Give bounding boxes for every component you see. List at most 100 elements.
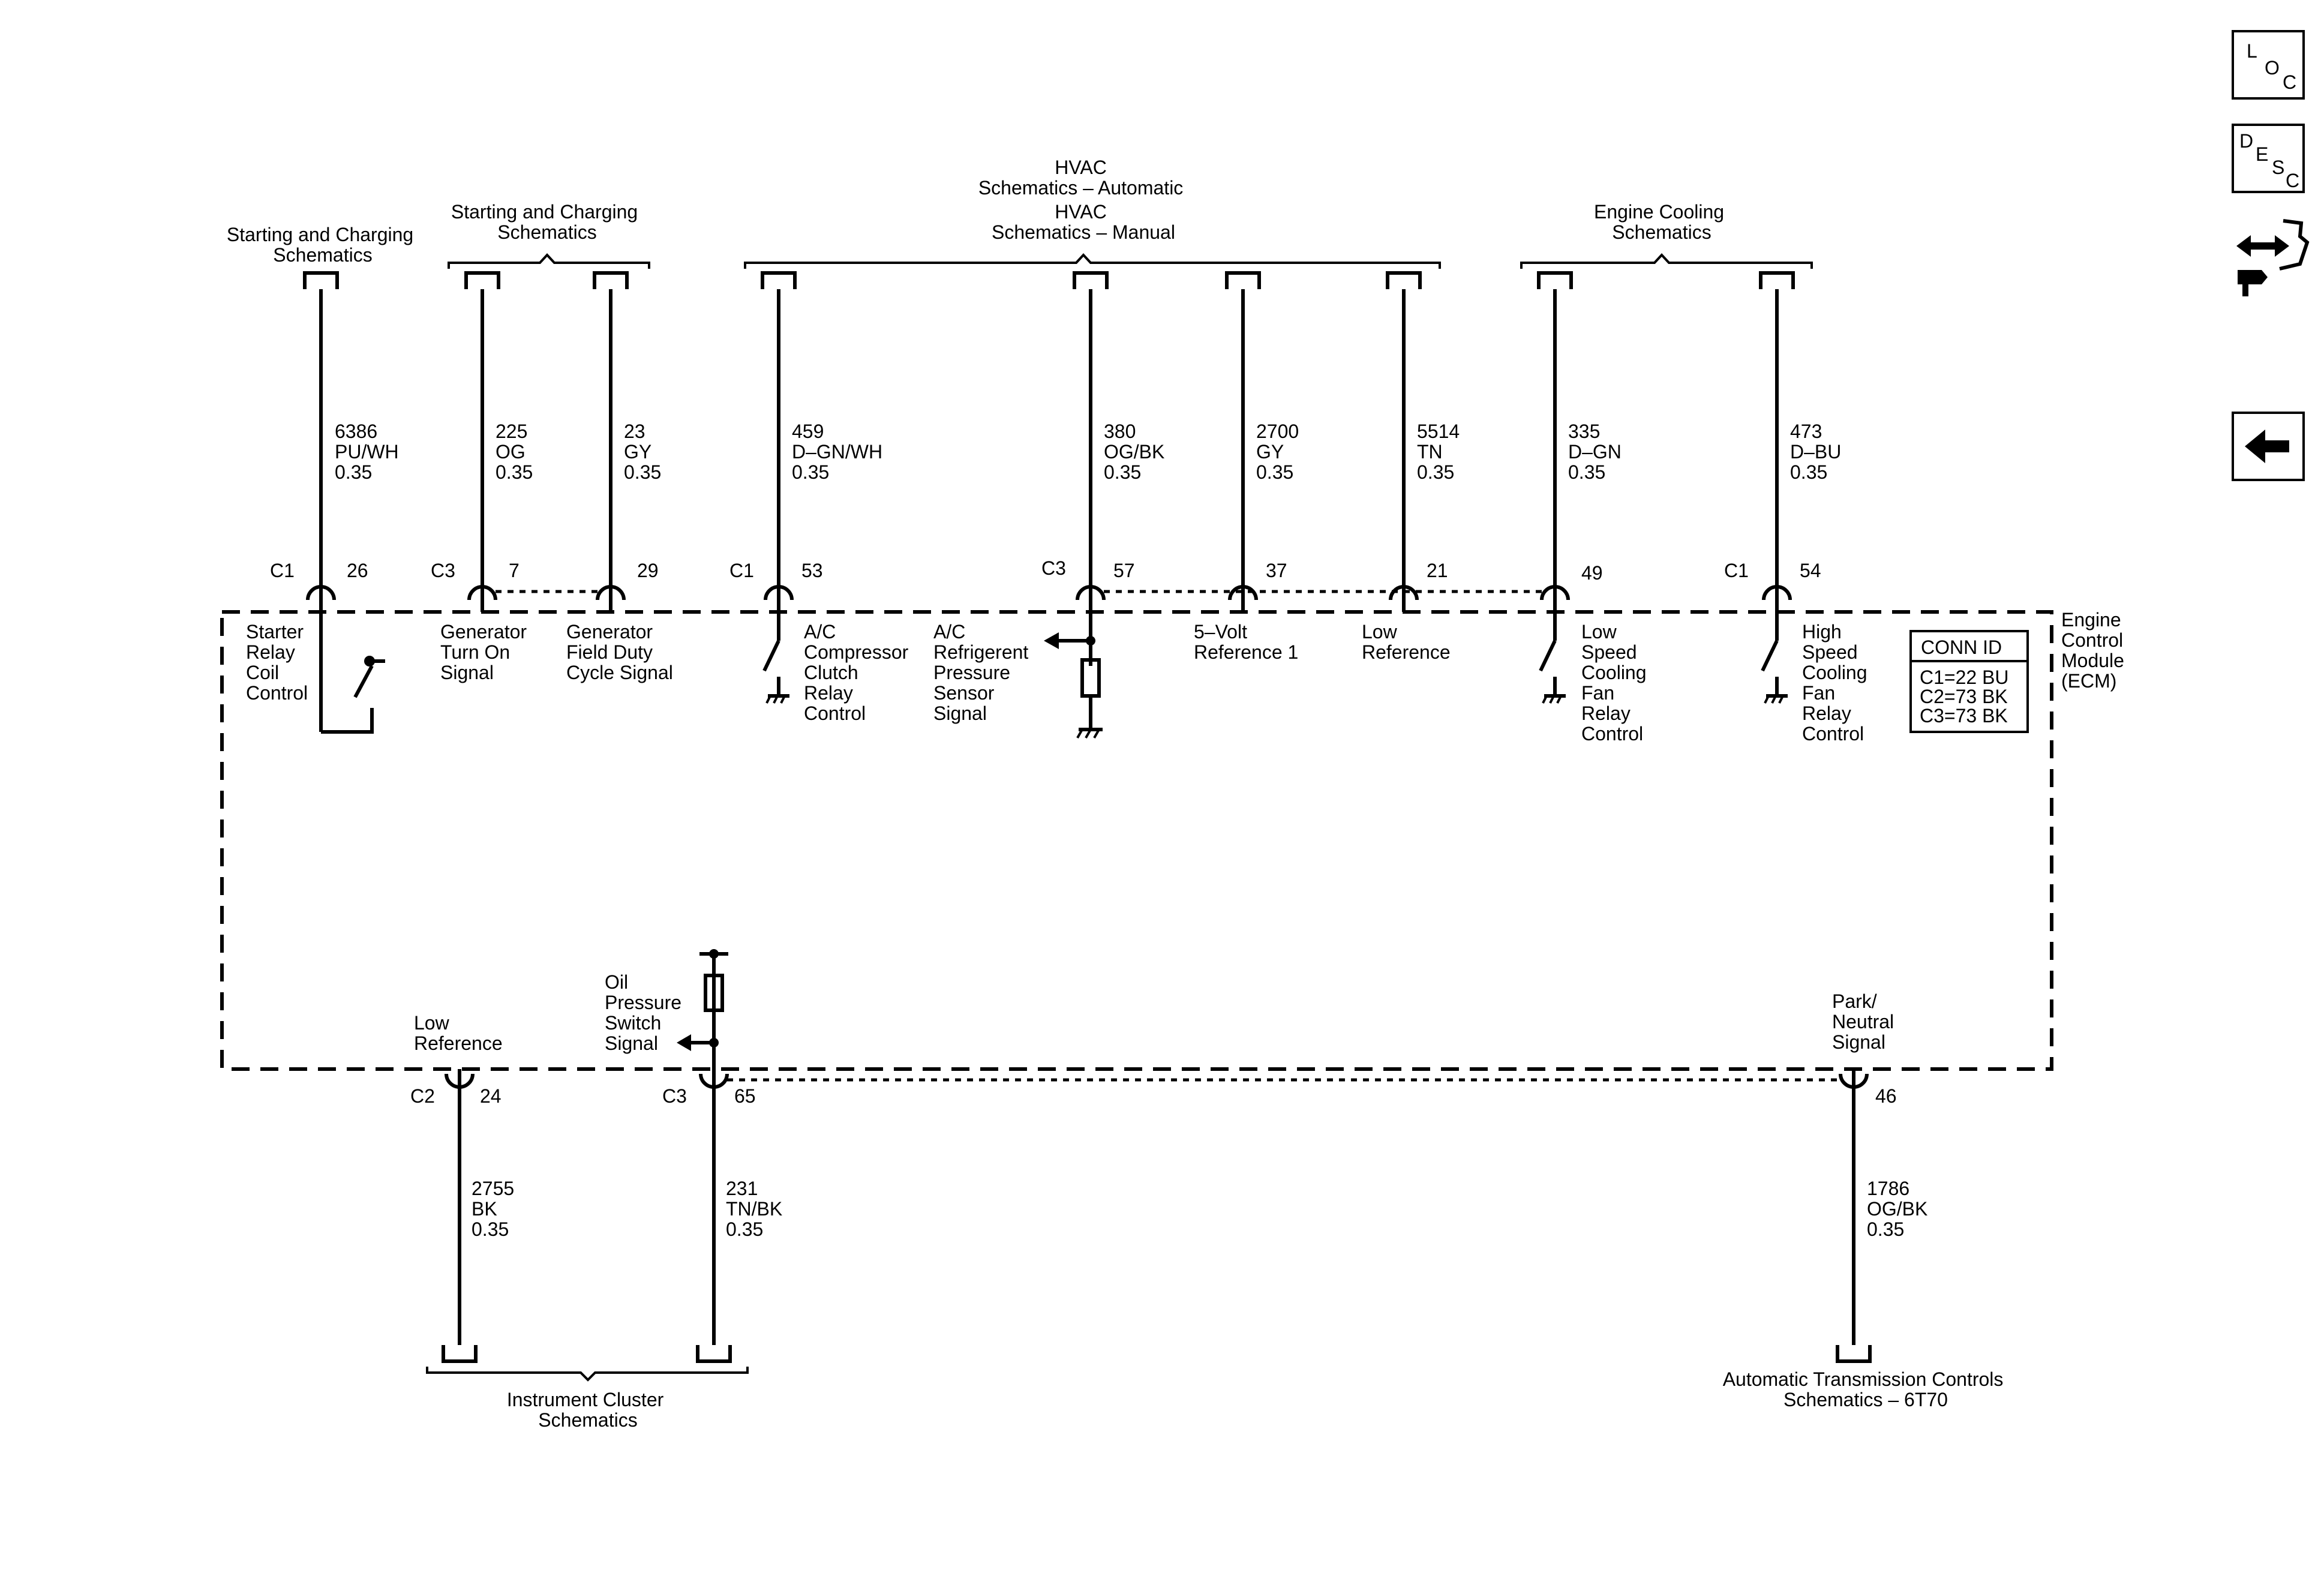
signal-generator-turn-on: Generator Turn On Signal bbox=[440, 621, 532, 683]
svg-text:54: 54 bbox=[1800, 560, 1821, 581]
dest-starting-charging-left: Starting and Charging Schematics bbox=[227, 224, 419, 266]
svg-text:473: 473 bbox=[1790, 421, 1822, 442]
ac-pressure-sensor-circuit bbox=[1044, 632, 1103, 739]
svg-text:D–BU: D–BU bbox=[1790, 441, 1841, 463]
conn-id-row: C2=73 BK bbox=[1920, 686, 2008, 707]
svg-text:E: E bbox=[2256, 143, 2268, 165]
svg-text:49: 49 bbox=[1581, 562, 1603, 584]
svg-text:65: 65 bbox=[734, 1085, 756, 1107]
svg-text:0.35: 0.35 bbox=[726, 1218, 763, 1240]
svg-text:29: 29 bbox=[637, 560, 659, 581]
circuit-label-1786: 1786 OG/BK 0.35 bbox=[1867, 1178, 1927, 1240]
svg-text:24: 24 bbox=[480, 1085, 502, 1107]
svg-text:37: 37 bbox=[1266, 560, 1287, 581]
svg-text:225: 225 bbox=[496, 421, 527, 442]
circuit-label-2700: 2700 GY 0.35 bbox=[1256, 421, 1299, 483]
circuit-label-2755: 2755 BK 0.35 bbox=[472, 1178, 514, 1240]
signal-5v-reference: 5–Volt Reference 1 bbox=[1194, 621, 1298, 663]
svg-text:C3: C3 bbox=[431, 560, 455, 581]
ac-clutch-switch bbox=[762, 640, 789, 704]
terminal-cap bbox=[303, 271, 339, 289]
back-arrow-icon bbox=[2245, 430, 2289, 463]
top-wires bbox=[303, 271, 1795, 732]
svg-text:46: 46 bbox=[1875, 1085, 1897, 1107]
terminal-cap bbox=[1537, 271, 1573, 289]
loc-button[interactable]: L O C bbox=[2232, 30, 2305, 100]
circuit-label-335: 335 D–GN 0.35 bbox=[1568, 421, 1622, 483]
svg-text:OG/BK: OG/BK bbox=[1104, 441, 1164, 463]
circuit-label-473: 473 D–BU 0.35 bbox=[1790, 421, 1841, 483]
dest-auto-trans: Automatic Transmission Controls Schemati… bbox=[1723, 1368, 2009, 1410]
terminal-cap bbox=[761, 271, 797, 289]
conn-id-box: CONN ID C1=22 BU C2=73 BK C3=73 BK bbox=[1909, 630, 2029, 733]
svg-text:23: 23 bbox=[624, 421, 645, 442]
svg-text:53: 53 bbox=[801, 560, 823, 581]
svg-text:1786: 1786 bbox=[1867, 1178, 1909, 1199]
svg-text:D–GN: D–GN bbox=[1568, 441, 1622, 463]
circuit-label-225: 225 OG 0.35 bbox=[496, 421, 533, 483]
signal-low-reference-top: Low Reference bbox=[1362, 621, 1451, 663]
signal-generator-field: Generator Field Duty Cycle Signal bbox=[566, 621, 673, 683]
svg-text:231: 231 bbox=[726, 1178, 758, 1199]
brace-instrument-cluster bbox=[426, 1367, 749, 1382]
desc-button[interactable]: D E S C bbox=[2232, 124, 2305, 193]
svg-text:S: S bbox=[2272, 157, 2284, 178]
svg-text:C3: C3 bbox=[1041, 557, 1066, 579]
back-button[interactable] bbox=[2232, 412, 2305, 481]
terminal-cap bbox=[1386, 271, 1422, 289]
circuit-label-380: 380 OG/BK 0.35 bbox=[1104, 421, 1164, 483]
terminal-cap bbox=[1225, 271, 1261, 289]
svg-text:0.35: 0.35 bbox=[472, 1218, 509, 1240]
svg-text:2755: 2755 bbox=[472, 1178, 514, 1199]
oil-pressure-circuit bbox=[677, 949, 728, 1069]
svg-text:0.35: 0.35 bbox=[1417, 461, 1454, 483]
low-speed-fan-switch bbox=[1539, 640, 1566, 704]
svg-text:335: 335 bbox=[1568, 421, 1600, 442]
signal-high-speed-fan: High Speed Cooling Fan Relay Control bbox=[1802, 621, 1872, 745]
dest-starting-charging-mid: Starting and Charging Schematics bbox=[451, 201, 643, 243]
circuit-label-6386: 6386 PU/WH 0.35 bbox=[335, 421, 399, 483]
circuit-label-5514: 5514 TN 0.35 bbox=[1417, 421, 1460, 483]
circuit-label-23: 23 GY 0.35 bbox=[624, 421, 661, 483]
bottom-wires bbox=[442, 1069, 1872, 1363]
svg-text:GY: GY bbox=[1256, 441, 1284, 463]
ecm-outline bbox=[220, 610, 2053, 1071]
svg-text:5514: 5514 bbox=[1417, 421, 1460, 442]
signal-ac-pressure: A/C Refrigerent Pressure Sensor Signal bbox=[933, 621, 1034, 724]
svg-text:57: 57 bbox=[1113, 560, 1135, 581]
starter-relay-switch bbox=[321, 656, 385, 734]
svg-text:OG: OG bbox=[496, 441, 526, 463]
svg-text:380: 380 bbox=[1104, 421, 1136, 442]
terminal-cap bbox=[464, 271, 500, 289]
svg-text:26: 26 bbox=[347, 560, 368, 581]
svg-text:6386: 6386 bbox=[335, 421, 377, 442]
pin-labels-bottom: C2 24 C3 65 46 bbox=[410, 1085, 1897, 1107]
circuit-label-459: 459 D–GN/WH 0.35 bbox=[792, 421, 882, 483]
circuit-label-231: 231 TN/BK 0.35 bbox=[726, 1178, 782, 1240]
svg-text:C: C bbox=[2283, 71, 2296, 93]
connector-swap-icon[interactable] bbox=[2236, 219, 2310, 296]
svg-text:C2: C2 bbox=[410, 1085, 435, 1107]
brace-hvac bbox=[744, 253, 1441, 269]
svg-text:TN/BK: TN/BK bbox=[726, 1198, 782, 1220]
svg-text:OG/BK: OG/BK bbox=[1867, 1198, 1927, 1220]
signal-ac-clutch: A/C Compressor Clutch Relay Control bbox=[804, 621, 914, 724]
signal-low-speed-fan: Low Speed Cooling Fan Relay Control bbox=[1581, 621, 1652, 745]
pin-labels-top: C1 26 C3 7 29 C1 53 C3 57 37 21 49 C1 54 bbox=[270, 557, 1821, 584]
svg-text:459: 459 bbox=[792, 421, 824, 442]
svg-text:2700: 2700 bbox=[1256, 421, 1299, 442]
svg-text:BK: BK bbox=[472, 1198, 497, 1220]
svg-text:C3: C3 bbox=[662, 1085, 687, 1107]
brace-engine-cooling bbox=[1520, 253, 1813, 269]
dest-engine-cooling: Engine Cooling Schematics bbox=[1594, 201, 1730, 243]
svg-text:7: 7 bbox=[509, 560, 520, 581]
svg-text:0.35: 0.35 bbox=[1256, 461, 1293, 483]
svg-text:TN: TN bbox=[1417, 441, 1443, 463]
ecm-name: Engine Control Module (ECM) bbox=[2061, 609, 2130, 692]
svg-text:C: C bbox=[2286, 170, 2299, 191]
svg-text:O: O bbox=[2265, 57, 2280, 79]
svg-text:0.35: 0.35 bbox=[1104, 461, 1141, 483]
svg-text:C1: C1 bbox=[1724, 560, 1749, 581]
conn-id-row: C1=22 BU bbox=[1920, 667, 2009, 688]
svg-text:0.35: 0.35 bbox=[1790, 461, 1827, 483]
